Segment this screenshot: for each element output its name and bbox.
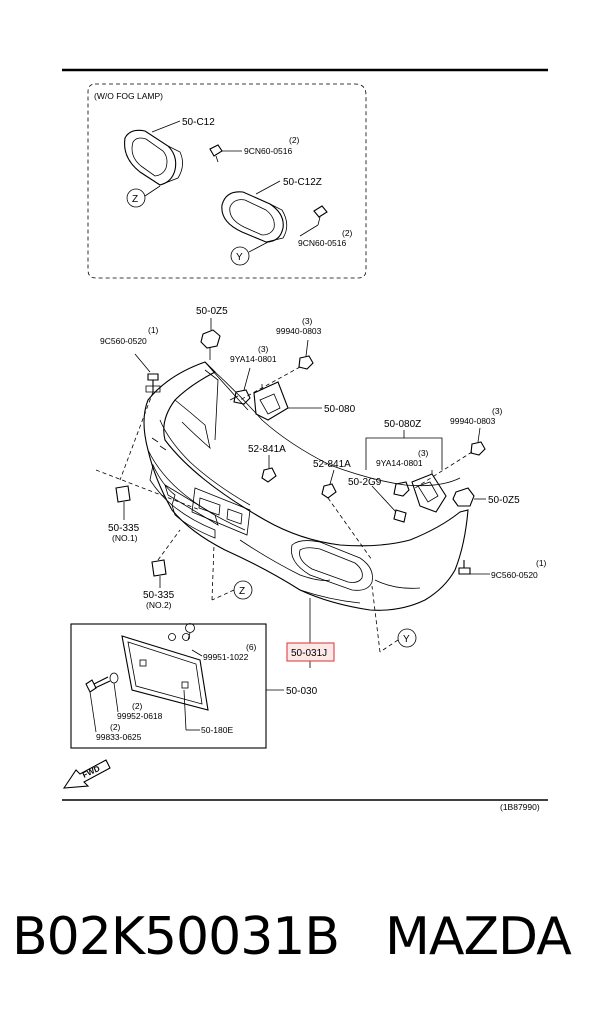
callout-y-bottom: [397, 628, 417, 648]
callout-y-top: [230, 246, 250, 266]
highlight-box: [286, 642, 335, 662]
fog-cover-c12-icon: [124, 129, 183, 186]
label-cn60-a-qty: (2): [289, 135, 300, 145]
label-99940-right-qty: (3): [492, 406, 503, 416]
bracket-080-icon: [253, 381, 289, 421]
part-number-text: B02K50031B: [12, 907, 340, 967]
label-50-2g9: 50-2G9: [348, 477, 382, 488]
clip-ya14-right-icon: [393, 481, 410, 497]
label-50-080z: 50-080Z: [384, 419, 421, 430]
bolt-99833-icon: [85, 676, 111, 693]
callout-y-bottom-text: Y: [403, 634, 410, 645]
label-99951: 99951-1022: [203, 652, 249, 662]
bumper-body-icon: [143, 361, 469, 611]
clip-cn60-b-icon: [313, 205, 328, 226]
label-99951-qty: (6): [246, 642, 257, 652]
nut-99940-top-icon: [298, 355, 314, 370]
label-50-080: 50-080: [324, 404, 356, 415]
label-841a-right: 52-841A: [313, 459, 351, 470]
label-99940-right: 99940-0803: [450, 416, 496, 426]
label-50-c12: 50-C12: [182, 117, 215, 128]
nut-99940-right-icon: [470, 441, 486, 456]
clip-ya14-left-icon: [229, 389, 251, 405]
caption-bar: B02K50031B MAZDA: [0, 905, 600, 975]
label-99833-qty: (2): [110, 722, 121, 732]
callout-y-top-text: Y: [236, 252, 243, 263]
label-ya14-right: 9YA14-0801: [376, 458, 423, 468]
label-c560-right-qty: (1): [536, 558, 547, 568]
label-335-no1-sub: (NO.1): [112, 533, 138, 543]
parts-diagram: (W/O FOG LAMP) 50-C12 (2) 9CN60-0516 Z 5…: [62, 68, 548, 812]
brand-text: MAZDA: [385, 907, 572, 967]
fwd-arrow-icon: FWD: [62, 759, 111, 789]
label-ya14-left-qty: (3): [258, 344, 269, 354]
license-plate-inset: 50-030 (6) 99951-1022 (2) 99952-0618: [70, 623, 318, 749]
fog-lamp-box-label: (W/O FOG LAMP): [94, 91, 163, 101]
label-335-no2: 50-335: [143, 590, 175, 601]
label-ya14-left: 9YA14-0801: [230, 354, 277, 364]
washer-99952-icon: [109, 672, 119, 684]
retainer-335-no2-icon: [151, 559, 167, 577]
label-335-no1: 50-335: [108, 523, 140, 534]
callout-z-bottom-text: Z: [239, 586, 245, 597]
label-50-030: 50-030: [286, 686, 318, 697]
label-335-no2-sub: (NO.2): [146, 600, 172, 610]
label-99833: 99833-0625: [96, 732, 142, 742]
label-99940-top: 99940-0803: [276, 326, 322, 336]
label-50-180e: 50-180E: [201, 725, 233, 735]
label-c560-left: 9C560-0520: [100, 336, 147, 346]
clip-oz5-top-icon: [200, 329, 221, 360]
clip-841a-right-icon: [321, 483, 337, 499]
bumper-assembly: [143, 361, 469, 611]
callout-z-top-text: Z: [132, 194, 138, 205]
clip-oz5-right-icon: [452, 487, 475, 507]
label-oz5-top: 50-0Z5: [196, 306, 228, 317]
bracket-080z-icon: [411, 473, 447, 513]
label-cn60-b-qty: (2): [342, 228, 353, 238]
retainer-335-no1-icon: [115, 485, 131, 503]
screw-c560-right-icon: [458, 560, 471, 575]
clip-cn60-a-icon: [209, 144, 223, 163]
label-99952-qty: (2): [132, 701, 143, 711]
clip-841a-center-icon: [261, 467, 277, 483]
label-cn60-a: 9CN60-0516: [244, 146, 292, 156]
label-99952: 99952-0618: [117, 711, 163, 721]
label-cn60-b: 9CN60-0516: [298, 238, 346, 248]
label-99940-top-qty: (3): [302, 316, 313, 326]
seal-2g9-icon: [393, 509, 407, 523]
diagram-code: (1B87990): [500, 802, 540, 812]
label-c560-left-qty: (1): [148, 325, 159, 335]
label-ya14-right-qty: (3): [418, 448, 429, 458]
label-50-c12z: 50-C12Z: [283, 177, 322, 188]
plate-bracket-icon: [121, 635, 209, 711]
fwd-label: FWD: [81, 764, 102, 780]
label-oz5-right: 50-0Z5: [488, 495, 520, 506]
screw-99951-icon: [168, 623, 195, 641]
label-c560-right: 9C560-0520: [491, 570, 538, 580]
fog-lamp-inset: (W/O FOG LAMP) 50-C12 (2) 9CN60-0516 Z 5…: [87, 83, 367, 279]
label-50-031j: 50-031J: [291, 648, 327, 659]
label-841a-center: 52-841A: [248, 444, 286, 455]
screw-c560-left-icon: [145, 373, 161, 393]
callout-z-top: [126, 188, 146, 208]
fog-cover-c12z-icon: [221, 191, 288, 243]
